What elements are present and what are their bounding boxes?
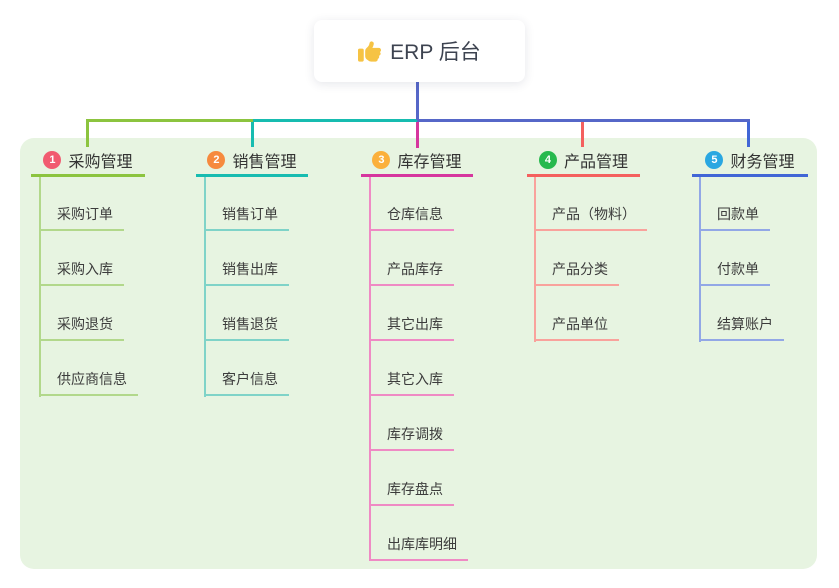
child-node[interactable]: 销售退货 [204,302,289,341]
child-node[interactable]: 采购退货 [39,302,124,341]
child-node[interactable]: 其它出库 [369,302,454,341]
child-node[interactable]: 出库库明细 [369,522,468,561]
child-node[interactable]: 付款单 [699,247,770,286]
child-label: 其它出库 [387,316,443,332]
child-node[interactable]: 结算账户 [699,302,784,341]
child-label: 产品（物料） [552,206,636,222]
child-node[interactable]: 销售出库 [204,247,289,286]
child-node[interactable]: 回款单 [699,192,770,231]
branch-node-sales[interactable]: 2 销售管理 [196,146,308,177]
child-label: 其它入库 [387,371,443,387]
branch-label: 产品管理 [563,154,628,171]
child-node[interactable]: 供应商信息 [39,357,138,396]
connector-bus-left-teal [253,119,417,122]
child-label: 库存盘点 [387,481,443,497]
child-node[interactable]: 产品分类 [534,247,619,286]
child-label: 销售出库 [222,261,278,277]
connector-drop-inventory [416,121,419,148]
root-node[interactable]: ERP 后台 [314,20,525,82]
child-label: 出库库明细 [387,536,457,552]
child-label: 库存调拨 [387,426,443,442]
child-node[interactable]: 仓库信息 [369,192,454,231]
connector-bus-right-blue [417,119,750,122]
child-label: 客户信息 [222,371,278,387]
child-connector-sales [204,177,206,397]
child-label: 产品分类 [552,261,608,277]
child-label: 产品单位 [552,316,608,332]
child-label: 供应商信息 [57,371,127,387]
child-label: 仓库信息 [387,206,443,222]
child-node[interactable]: 采购订单 [39,192,124,231]
child-connector-finance [699,177,701,342]
branch-node-product[interactable]: 4 产品管理 [527,146,640,177]
child-label: 销售退货 [222,316,278,332]
branch-node-inventory[interactable]: 3 库存管理 [361,146,473,177]
connector-drop-finance [747,119,750,147]
badge-4: 4 [538,151,557,169]
badge-2: 2 [207,151,226,169]
child-connector-inventory [369,177,371,561]
child-label: 付款单 [717,261,759,277]
child-node[interactable]: 其它入库 [369,357,454,396]
connector-drop-sales [251,119,254,147]
child-node[interactable]: 产品单位 [534,302,619,341]
child-connector-purchase [39,177,41,397]
connector-root-vertical [416,82,419,120]
branch-label: 销售管理 [232,154,297,171]
connector-bus-left-green [86,119,253,122]
branch-node-purchase[interactable]: 1 采购管理 [31,146,145,177]
child-node[interactable]: 销售订单 [204,192,289,231]
child-node[interactable]: 产品库存 [369,247,454,286]
badge-1: 1 [43,151,62,169]
badge-3: 3 [372,151,391,169]
child-label: 采购入库 [57,261,113,277]
child-node[interactable]: 产品（物料） [534,192,647,231]
badge-5: 5 [705,151,724,169]
thumbs-up-icon [358,40,382,62]
branch-label: 库存管理 [397,154,462,171]
root-label: ERP 后台 [390,41,481,64]
child-label: 采购退货 [57,316,113,332]
connector-drop-purchase [86,119,89,147]
child-label: 采购订单 [57,206,113,222]
branch-label: 财务管理 [730,154,795,171]
branch-label: 采购管理 [68,154,133,171]
child-label: 结算账户 [717,316,773,332]
branches-background-panel [20,138,817,569]
child-node[interactable]: 库存盘点 [369,467,454,506]
child-label: 回款单 [717,206,759,222]
child-label: 产品库存 [387,261,443,277]
branch-node-finance[interactable]: 5 财务管理 [692,146,808,177]
connector-drop-product [581,121,584,147]
child-node[interactable]: 库存调拨 [369,412,454,451]
child-node[interactable]: 采购入库 [39,247,124,286]
child-connector-product [534,177,536,342]
child-label: 销售订单 [222,206,278,222]
child-node[interactable]: 客户信息 [204,357,289,396]
